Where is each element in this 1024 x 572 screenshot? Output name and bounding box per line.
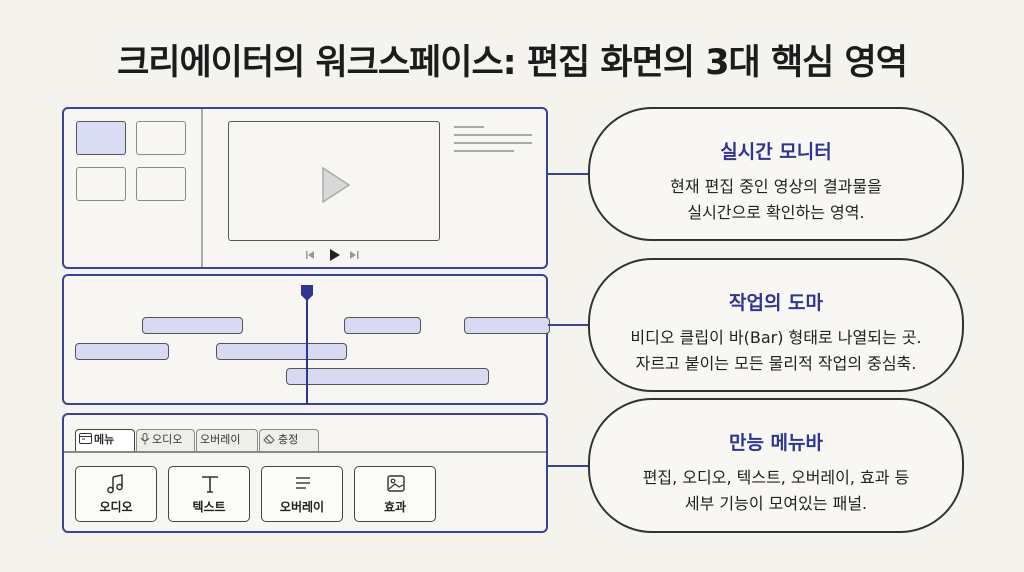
- microphone-icon: [140, 433, 150, 445]
- property-line: [454, 134, 532, 136]
- tab-label: 메뉴: [94, 433, 115, 446]
- callout-body-line: 비디오 클립이 바(Bar) 형태로 나열되는 곳.: [630, 328, 922, 347]
- tab-label: 충정: [278, 433, 299, 446]
- timeline-panel: [62, 274, 550, 405]
- property-line: [454, 142, 532, 144]
- callout-monitor: 실시간 모니터 현재 편집 중인 영상의 결과물을 실시간으로 확인하는 영역.: [588, 107, 964, 241]
- playhead-line[interactable]: [306, 296, 308, 404]
- tool-label: 오디오: [99, 500, 133, 514]
- tool-effect-button[interactable]: 효과: [354, 466, 436, 522]
- tool-label: 효과: [383, 500, 407, 514]
- divider: [201, 109, 203, 267]
- play-large-icon: [322, 166, 351, 204]
- playback-controls: [306, 249, 359, 261]
- connector-line: [548, 324, 588, 326]
- image-icon: [387, 475, 405, 492]
- callout-body-line: 실시간으로 확인하는 영역.: [687, 203, 865, 222]
- media-thumbnail[interactable]: [136, 121, 186, 155]
- tool-audio-button[interactable]: 오디오: [75, 466, 157, 522]
- tab-effect[interactable]: 충정: [259, 429, 319, 451]
- skip-forward-icon[interactable]: [350, 251, 359, 259]
- timeline-clip[interactable]: [286, 368, 489, 385]
- timeline-clip[interactable]: [142, 317, 243, 334]
- tool-label: 오버레이: [279, 500, 325, 514]
- callout-body-line: 현재 편집 중인 영상의 결과물을: [670, 177, 882, 196]
- media-thumbnail[interactable]: [76, 121, 126, 155]
- property-line: [454, 126, 484, 128]
- tab-overlay[interactable]: 오버레이: [196, 429, 258, 451]
- eraser-icon: [263, 434, 275, 444]
- callout-body-line: 편집, 오디오, 텍스트, 오버레이, 효과 등: [642, 468, 910, 487]
- timeline-clip[interactable]: [216, 343, 347, 360]
- menu-panel-icon: [79, 433, 92, 444]
- menu-panel: 메뉴 오디오 오버레이 충정 오디오 텍스트 오버레이: [62, 413, 548, 533]
- timeline-clip[interactable]: [75, 343, 169, 360]
- lines-icon: [296, 477, 310, 489]
- media-thumbnail[interactable]: [76, 167, 126, 201]
- callout-body-line: 세부 기능이 모여있는 패널.: [684, 494, 868, 513]
- music-note-icon: [107, 474, 123, 494]
- media-thumbnail[interactable]: [136, 167, 186, 201]
- tab-label: 오버레이: [200, 433, 241, 446]
- tool-text-button[interactable]: 텍스트: [168, 466, 250, 522]
- callout-heading: 실시간 모니터: [720, 141, 832, 163]
- tool-label: 텍스트: [192, 500, 226, 514]
- playhead-handle-icon[interactable]: [300, 284, 314, 302]
- property-line: [454, 150, 514, 152]
- callout-menubar: 만능 메뉴바 편집, 오디오, 텍스트, 오버레이, 효과 등 세부 기능이 모…: [588, 398, 964, 533]
- video-preview[interactable]: [228, 121, 440, 241]
- timeline-clip[interactable]: [344, 317, 421, 334]
- timeline-clip[interactable]: [464, 317, 550, 334]
- callout-heading: 작업의 도마: [728, 292, 823, 314]
- callout-body-line: 자르고 붙이는 모든 물리적 작업의 중심축.: [635, 354, 917, 373]
- play-icon[interactable]: [330, 249, 340, 261]
- monitor-panel: [62, 107, 548, 269]
- page-title: 크리에이터의 워크스페이스: 편집 화면의 3대 핵심 영역: [117, 43, 908, 83]
- tab-label: 오디오: [152, 433, 183, 446]
- tab-divider: [64, 451, 546, 453]
- tool-overlay-button[interactable]: 오버레이: [261, 466, 343, 522]
- tab-menu[interactable]: 메뉴: [75, 429, 135, 451]
- tab-audio[interactable]: 오디오: [136, 429, 195, 451]
- connector-line: [548, 465, 588, 467]
- callout-heading: 만능 메뉴바: [728, 432, 823, 454]
- connector-line: [548, 173, 588, 175]
- callout-timeline: 작업의 도마 비디오 클립이 바(Bar) 형태로 나열되는 곳. 자르고 붙이…: [588, 258, 964, 392]
- text-t-icon: [202, 476, 218, 493]
- skip-back-icon[interactable]: [306, 251, 314, 259]
